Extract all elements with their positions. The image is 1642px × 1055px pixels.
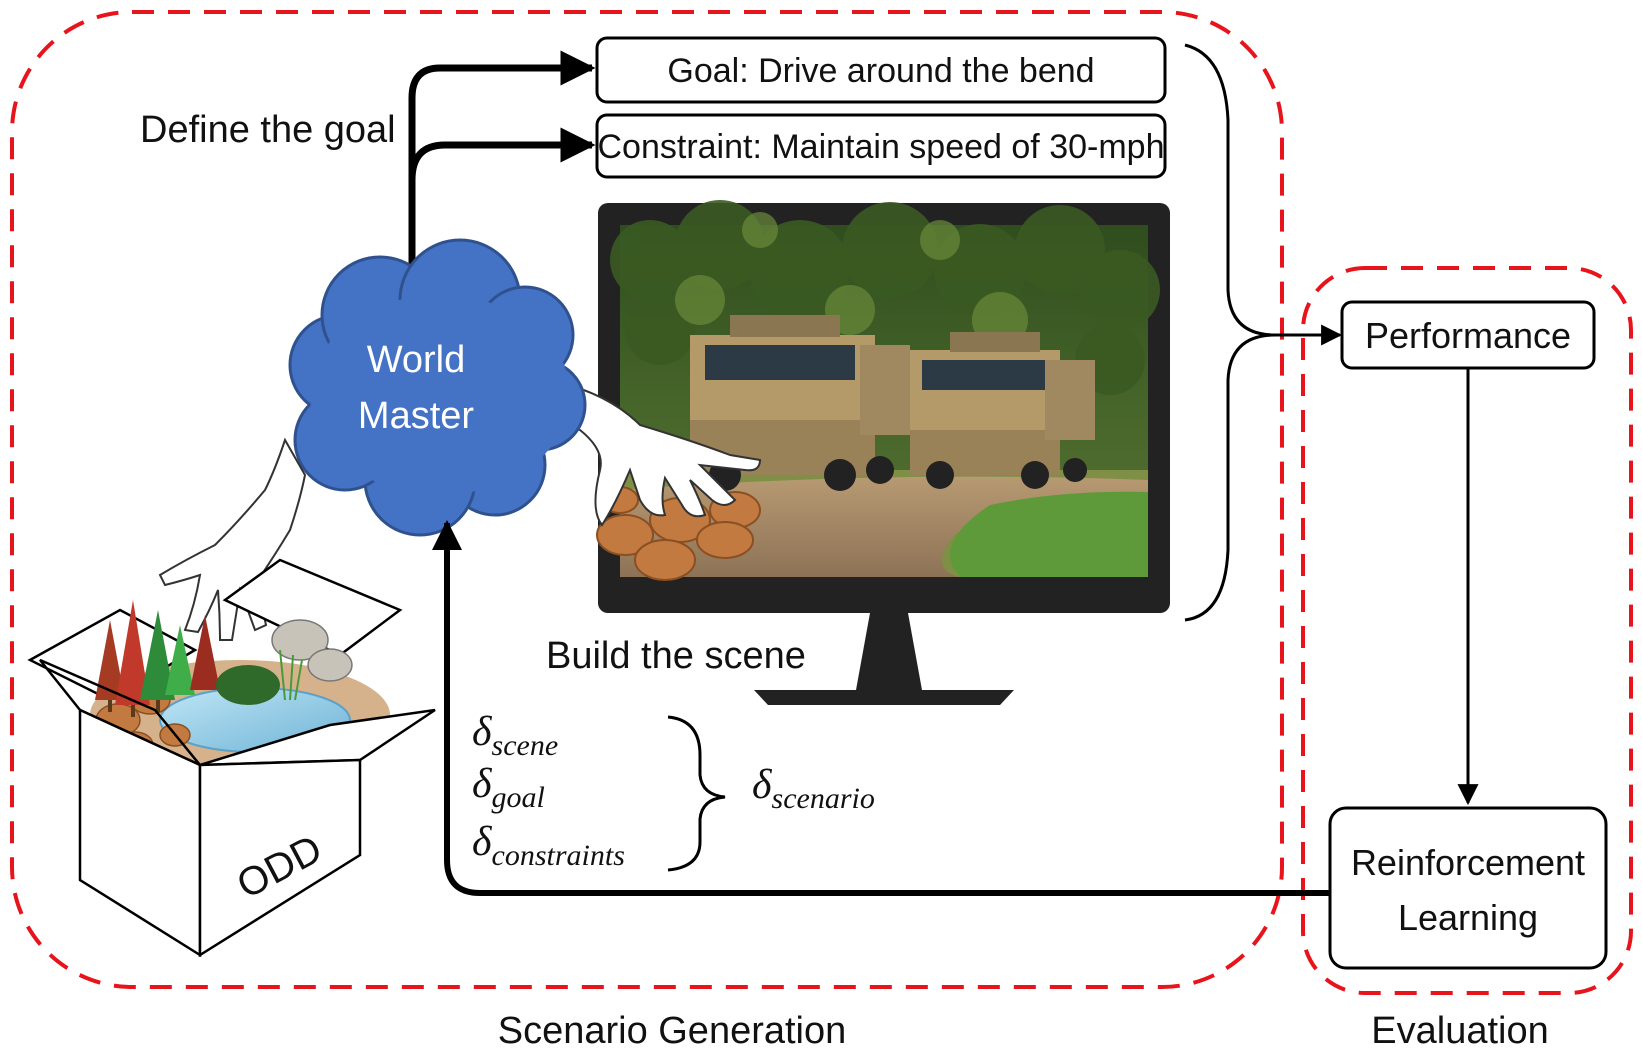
hand-placing-rocks-icon [550, 380, 762, 527]
performance-box-text: Performance [1365, 315, 1571, 356]
arrow-to-goal [408, 50, 596, 278]
delta-terms: δscene δgoal δconstraints δscenario [472, 709, 875, 872]
constraint-box-text: Constraint: Maintain speed of 30-mph [598, 128, 1165, 166]
rl-box-line1: Reinforcement [1351, 842, 1585, 883]
rocks-on-screen [596, 486, 761, 581]
delta-constraints: δconstraints [472, 819, 625, 872]
define-goal-label: Define the goal [140, 109, 396, 151]
world-master-cloud: World Master [288, 238, 587, 537]
delta-scene: δscene [472, 709, 558, 762]
build-scene-label: Build the scene [546, 635, 806, 677]
world-master-line2: Master [358, 395, 474, 437]
delta-scene-subscript: scene [492, 729, 559, 762]
evaluation-label: Evaluation [1371, 1010, 1548, 1052]
delta-constraints-symbol: δ [472, 819, 493, 865]
delta-curly-brace [667, 715, 726, 872]
scenario-generation-region [10, 10, 1284, 989]
reinforcement-learning-box: Reinforcement Learning [1328, 806, 1608, 970]
delta-scenario: δscenario [752, 762, 875, 815]
constraint-box: Constraint: Maintain speed of 30-mph [595, 113, 1167, 179]
delta-goal-subscript: goal [492, 781, 545, 814]
delta-constraints-subscript: constraints [492, 839, 625, 872]
goal-box: Goal: Drive around the bend [595, 36, 1167, 104]
bracket-to-performance [1184, 43, 1276, 622]
feedback-arrow-to-world-master [432, 520, 1330, 896]
delta-scene-symbol: δ [472, 709, 493, 755]
evaluation-region [1301, 266, 1633, 995]
delta-scenario-subscript: scenario [772, 782, 875, 815]
performance-box: Performance [1340, 300, 1596, 370]
rl-box-line2: Learning [1398, 897, 1538, 938]
delta-scenario-symbol: δ [752, 762, 773, 808]
arrow-to-constraint [408, 127, 596, 181]
goal-box-text: Goal: Drive around the bend [667, 52, 1094, 90]
world-master-line1: World [367, 339, 466, 381]
delta-goal: δgoal [472, 761, 545, 814]
scenario-generation-label: Scenario Generation [498, 1010, 847, 1052]
delta-goal-symbol: δ [472, 761, 493, 807]
